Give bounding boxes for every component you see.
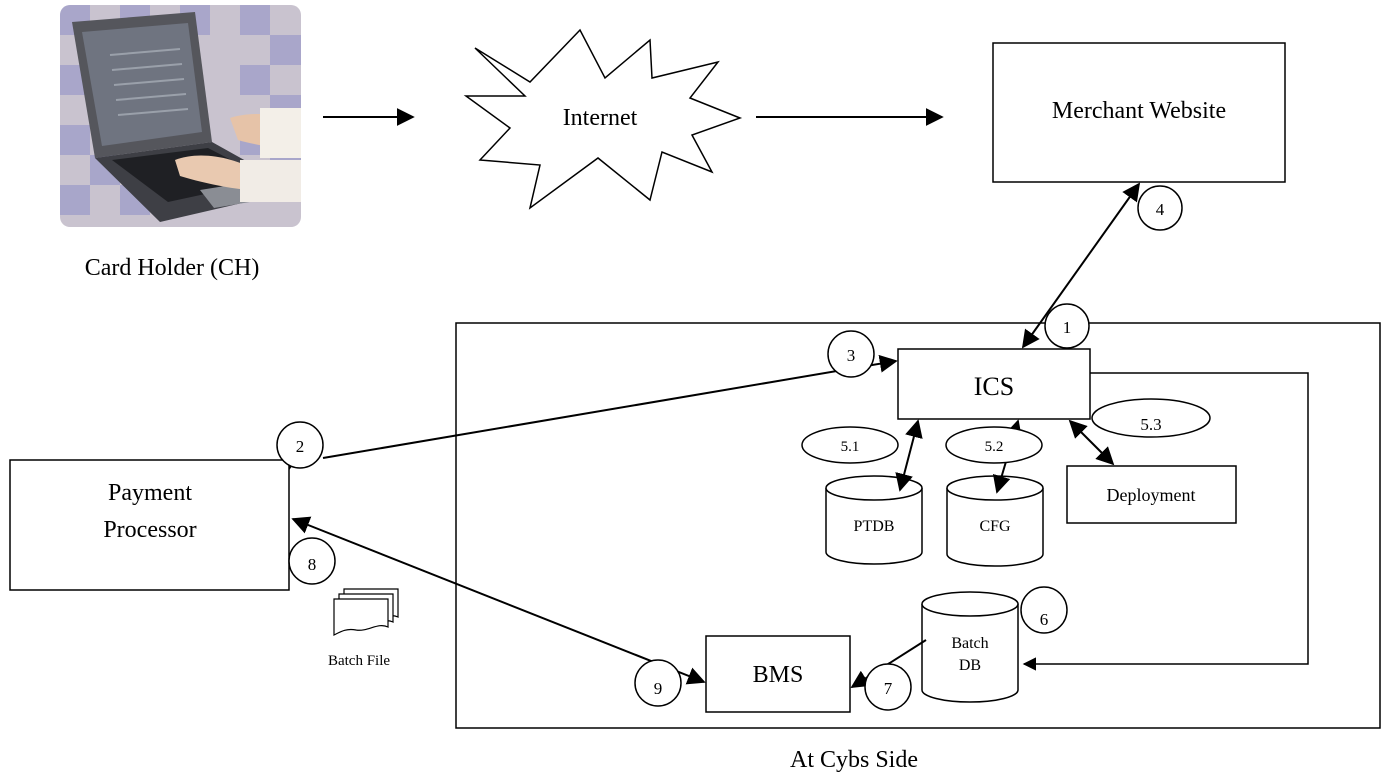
step-3-label: 3 [847,346,856,365]
deployment-box [1066,465,1237,524]
step-5-3-badge: 5.3 [1091,398,1211,438]
batch-db-label-line2: DB [959,657,981,674]
step-7-label: 7 [884,679,893,698]
step-6-label: 6 [1040,610,1049,629]
card-holder-label: Card Holder (CH) [85,255,260,281]
step-5-1-badge: 5.1 [801,426,899,464]
bms-label: BMS [753,662,804,688]
bms-box [705,635,851,713]
batch-db-database [921,591,1019,703]
line-ics-to-batchdb [1022,372,1309,671]
step-8-badge: 8 [288,537,336,585]
step-3-badge: 3 [827,330,875,378]
step-5-3-label: 5.3 [1140,415,1161,434]
step-1-badge: 1 [1044,303,1090,349]
step-4-label: 4 [1156,200,1165,219]
ics-box [897,348,1091,420]
merchant-website-box [992,42,1286,183]
ptdb-database [825,475,923,565]
step-9-badge: 9 [634,659,682,707]
arrow-merchant-ics [1021,182,1141,349]
payment-processor-label-line2: Processor [103,517,196,543]
ptdb-label: PTDB [854,518,895,535]
cfg-label: CFG [979,518,1011,535]
merchant-website-label: Merchant Website [1052,98,1226,124]
internet-label: Internet [563,105,638,131]
arrow-bms-processor [291,516,706,685]
deployment-label: Deployment [1107,485,1196,505]
payment-processor-label-line1: Payment [108,480,192,506]
payment-processor-box [9,459,290,591]
arrow-ics-ptdb [895,419,923,492]
step-5-2-label: 5.2 [985,439,1004,455]
arrow-ics-deployment [1068,419,1115,466]
batch-file-label: Batch File [328,653,390,669]
step-2-label: 2 [296,437,305,456]
step-5-2-badge: 5.2 [945,426,1043,464]
step-8-label: 8 [308,555,317,574]
step-2-badge: 2 [276,421,324,469]
step-6-badge: 6 [1020,586,1068,634]
batch-file-icon [333,588,399,636]
step-7-badge: 7 [864,663,912,711]
batch-db-label-line1: Batch [951,635,988,652]
ics-label: ICS [974,372,1014,401]
arrow-line-processor-ics [322,354,898,459]
step-9-label: 9 [654,679,663,698]
step-4-badge: 4 [1137,185,1183,231]
step-5-1-label: 5.1 [841,439,860,455]
internet-cloud [463,28,743,210]
step-1-label: 1 [1063,318,1072,337]
cybs-side-label: At Cybs Side [790,747,918,773]
card-holder-photo [60,5,301,227]
